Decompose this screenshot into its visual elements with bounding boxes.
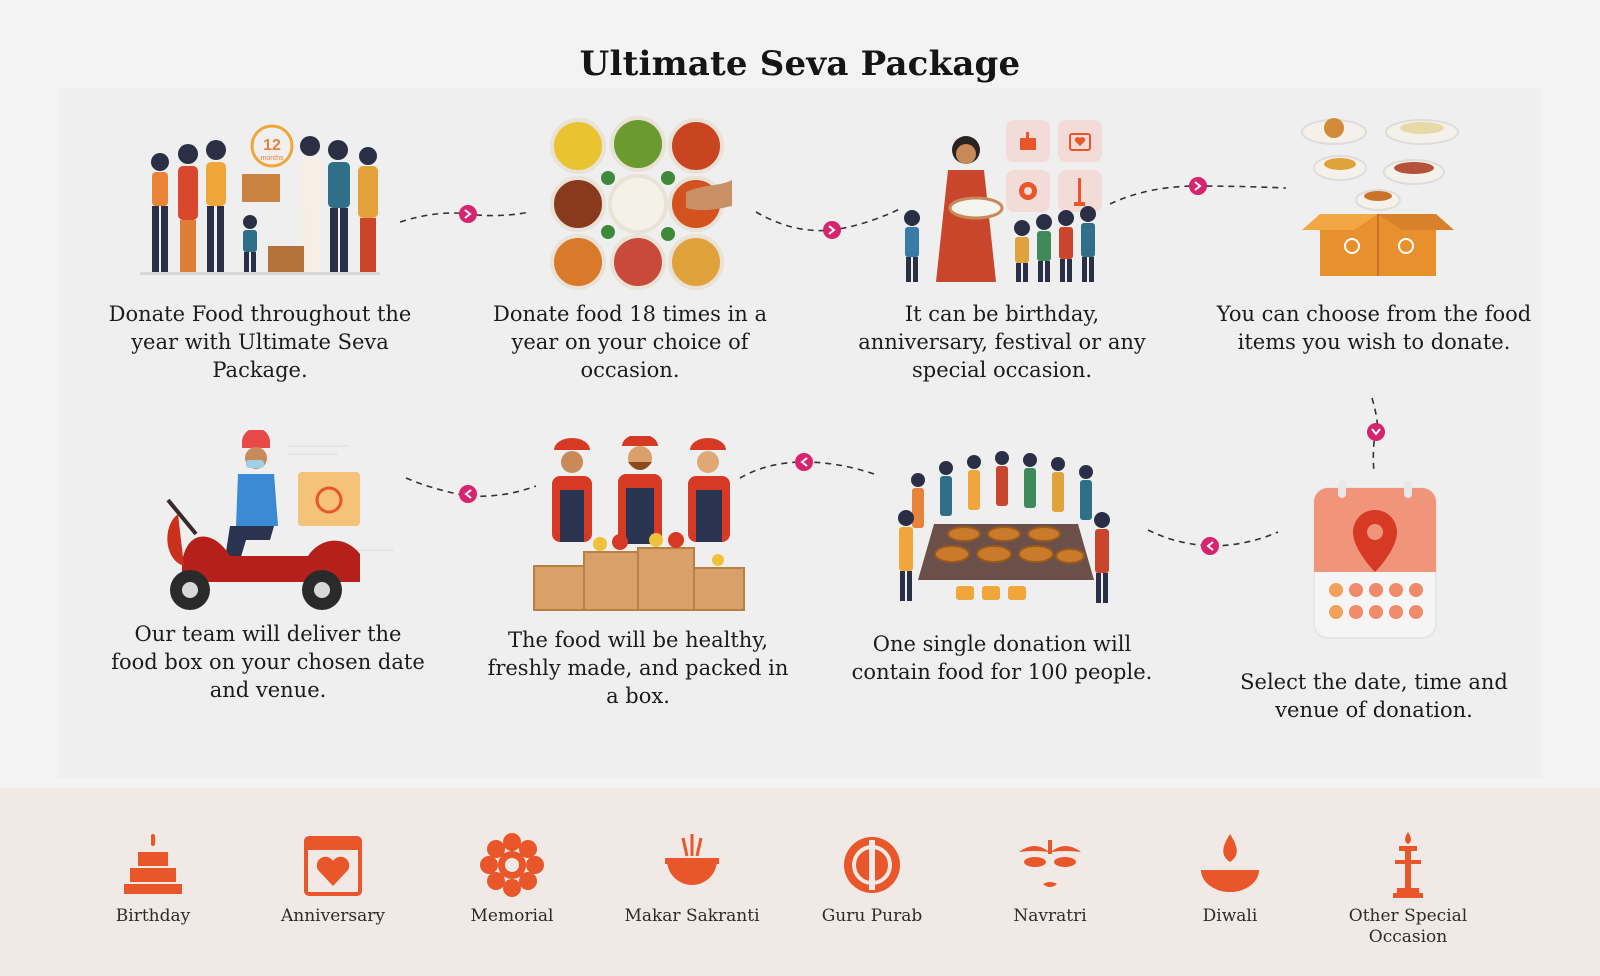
step-caption: One single donation will contain food fo… xyxy=(851,632,1153,684)
arrow-right-icon xyxy=(823,221,841,239)
occasion-makar-sakranti[interactable]: Makar Sakranti xyxy=(612,830,772,927)
occasion-memorial[interactable]: Memorial xyxy=(432,830,592,927)
occasion-label: Makar Sakranti xyxy=(624,906,760,926)
arrow-right-icon xyxy=(1189,177,1207,195)
occasion-label: Navratri xyxy=(1013,906,1087,926)
family-donation-illustration: 12 months xyxy=(130,110,390,290)
step-caption: You can choose from the food items you w… xyxy=(1216,302,1532,354)
step-caption: Donate Food throughout the year with Ult… xyxy=(108,302,412,382)
goddess-eyes-icon xyxy=(1015,830,1085,900)
food-box-illustration xyxy=(1244,110,1504,290)
connector-5-6 xyxy=(1146,520,1281,555)
page-title: Ultimate Seva Package xyxy=(579,44,1021,84)
workers-packing-illustration xyxy=(508,436,768,616)
connector-1-2 xyxy=(398,200,533,230)
connector-4-5 xyxy=(1360,396,1390,476)
connector-2-3 xyxy=(754,206,904,246)
calendar-location-illustration xyxy=(1244,478,1504,658)
occasion-anniversary[interactable]: Anniversary xyxy=(253,830,413,927)
calendar-heart-icon xyxy=(298,830,368,900)
badge-number: 12 xyxy=(263,137,281,154)
occasion-label: Other Special Occasion xyxy=(1348,906,1468,947)
step-4: You can choose from the food items you w… xyxy=(1214,110,1534,356)
diya-icon xyxy=(1195,830,1265,900)
occasion-label: Anniversary xyxy=(281,906,385,926)
step-5: Select the date, time and venue of donat… xyxy=(1214,478,1534,724)
step-3: It can be birthday, anniversary, festiva… xyxy=(842,110,1162,384)
arrow-right-icon xyxy=(459,205,477,223)
occasion-label: Diwali xyxy=(1202,906,1258,926)
step-caption: Select the date, time and venue of donat… xyxy=(1240,670,1508,722)
step-7: The food will be healthy, freshly made, … xyxy=(478,436,798,710)
occasion-label: Memorial xyxy=(470,906,554,926)
woman-serving-children-illustration xyxy=(872,110,1132,290)
arrow-left-icon xyxy=(1201,537,1219,555)
flower-icon xyxy=(477,830,547,900)
occasion-label: Guru Purab xyxy=(821,906,923,926)
step-2: Donate food 18 times in a year on your c… xyxy=(470,110,790,384)
arrow-left-icon xyxy=(459,485,477,503)
crowd-food-illustration xyxy=(872,440,1132,620)
step-1: 12 months Donate Food throughout the yea… xyxy=(100,110,420,384)
occasion-other-special[interactable]: Other Special Occasion xyxy=(1328,830,1488,948)
step-caption: Our team will deliver the food box on yo… xyxy=(111,622,425,702)
khanda-icon xyxy=(837,830,907,900)
arrow-left-icon xyxy=(795,453,813,471)
connector-3-4 xyxy=(1108,176,1288,212)
food-bowls-illustration xyxy=(500,110,760,290)
step-6: One single donation will contain food fo… xyxy=(842,440,1162,686)
occasion-navratri[interactable]: Navratri xyxy=(970,830,1130,927)
scooter-delivery-illustration xyxy=(138,430,398,610)
badge-text: months xyxy=(261,155,284,162)
connector-7-8 xyxy=(404,470,539,506)
arrow-down-icon xyxy=(1367,423,1385,441)
occasion-guru-purab[interactable]: Guru Purab xyxy=(792,830,952,927)
cake-icon xyxy=(118,830,188,900)
occasion-label: Birthday xyxy=(115,906,191,926)
occasion-birthday[interactable]: Birthday xyxy=(73,830,233,927)
occasion-diwali[interactable]: Diwali xyxy=(1150,830,1310,927)
connector-6-7 xyxy=(738,450,878,486)
harvest-pot-icon xyxy=(657,830,727,900)
occasions-strip xyxy=(0,788,1600,976)
step-8: Our team will deliver the food box on yo… xyxy=(108,430,428,704)
step-caption: It can be birthday, anniversary, festiva… xyxy=(858,302,1146,382)
lamp-stand-icon xyxy=(1373,830,1443,900)
step-caption: Donate food 18 times in a year on your c… xyxy=(492,302,768,382)
step-caption: The food will be healthy, freshly made, … xyxy=(487,628,789,708)
